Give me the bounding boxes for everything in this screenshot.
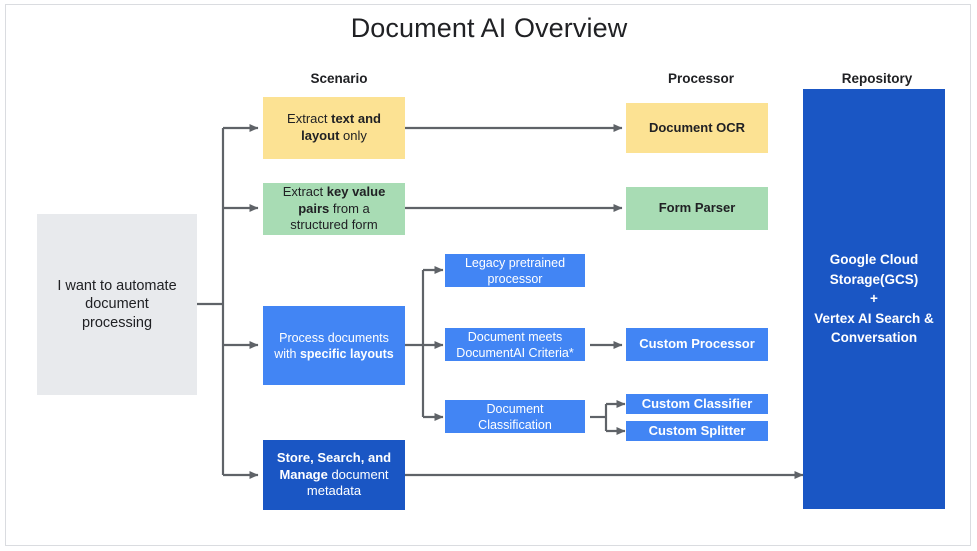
processor-label: Custom Processor (639, 336, 755, 352)
scenario-label: Extract key value pairs from a structure… (282, 184, 386, 233)
scenario-label: Extract text and layout only (287, 111, 381, 143)
middle-label: Document meets DocumentAI Criteria* (456, 329, 574, 360)
processor-custom-classifier: Custom Classifier (626, 394, 768, 414)
diagram-canvas: Document AI Overview (5, 4, 971, 546)
processor-label: Custom Splitter (648, 422, 746, 438)
entry-box: I want to automate document processing (37, 214, 197, 395)
processor-document-ocr: Document OCR (626, 103, 768, 153)
repository-line-5: Conversation (830, 330, 918, 346)
repository-line-4: Vertex AI Search & (814, 310, 934, 326)
scenario-process-specific-layouts: Process documents with specific layouts (263, 306, 405, 385)
column-header-scenario: Scenario (310, 71, 368, 86)
middle-document-classification: Document Classification (445, 400, 585, 433)
processor-form-parser: Form Parser (626, 187, 768, 230)
scenario-extract-key-value: Extract key value pairs from a structure… (263, 183, 405, 235)
page-title: Document AI Overview (350, 13, 628, 43)
scenario-extract-text-layout: Extract text and layout only (263, 97, 405, 159)
processor-custom-processor: Custom Processor (626, 328, 768, 361)
scenario-label: Store, Search, and Manage document metad… (276, 450, 392, 499)
column-header-repository: Repository (841, 71, 913, 86)
repository-line-1: Google Cloud (829, 252, 919, 268)
repository-line-3: + (870, 291, 878, 307)
middle-legacy-pretrained-processor: Legacy pretrained processor (445, 254, 585, 287)
processor-custom-splitter: Custom Splitter (626, 421, 768, 441)
entry-label: I want to automate document processing (57, 277, 177, 331)
repository-box: Google Cloud Storage(GCS) + Vertex AI Se… (803, 89, 945, 509)
middle-label: Document Classification (478, 401, 552, 432)
processor-label: Custom Classifier (641, 395, 753, 411)
scenario-label: Process documents with specific layouts (274, 330, 394, 361)
processor-label: Form Parser (658, 200, 736, 216)
column-header-processor: Processor (667, 71, 735, 86)
middle-label: Legacy pretrained processor (464, 255, 566, 286)
repository-line-2: Storage(GCS) (829, 271, 919, 287)
scenario-store-search-manage: Store, Search, and Manage document metad… (263, 440, 405, 510)
processor-label: Document OCR (648, 119, 746, 135)
middle-document-meets-criteria: Document meets DocumentAI Criteria* (445, 328, 585, 361)
